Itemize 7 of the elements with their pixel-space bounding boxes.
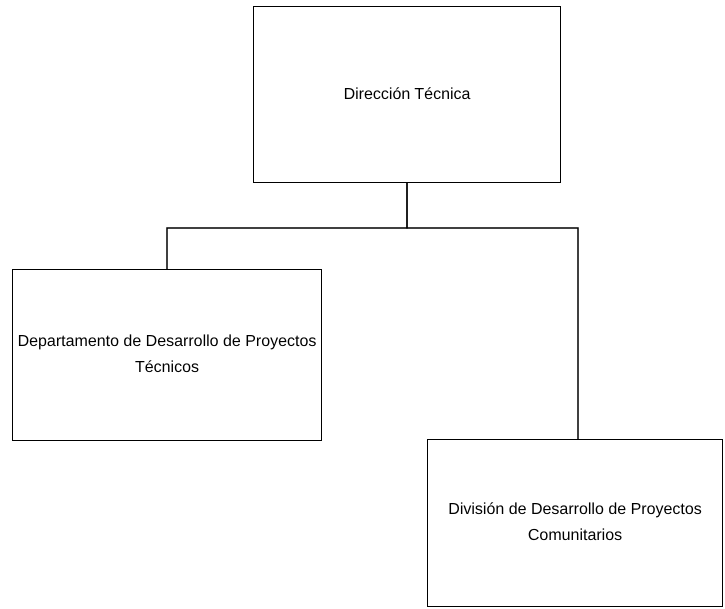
box-label: División de Desarrollo de Proyectos Comunitarios [447, 500, 703, 546]
org-box [12, 269, 322, 441]
box-label: Dirección Técnica [344, 84, 470, 104]
box-label: Departamento de Desarrollo de Proyectos Técnicos [17, 332, 317, 378]
org-box [427, 439, 723, 607]
org-box [253, 6, 561, 183]
connector-line [406, 183, 579, 439]
